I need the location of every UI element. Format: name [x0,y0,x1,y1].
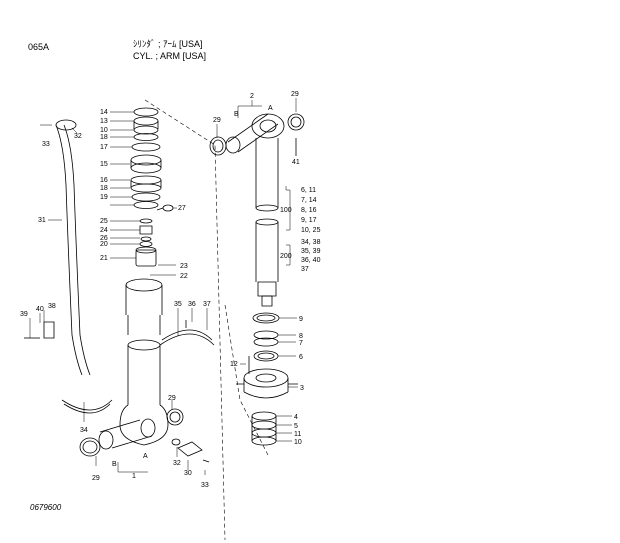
callout-30: 30 [184,470,192,477]
callout-3: 3 [300,385,304,392]
letter-b-top: B [234,111,239,118]
callout-15: 15 [100,161,108,168]
kit-100-row-3: 8, 16 [301,207,317,214]
cylinder-tube-assembly [24,107,215,463]
callout-26: 26 [100,235,108,242]
callout-4: 4 [294,414,298,421]
callout-5: 5 [294,423,298,430]
letter-a-bottom: A [143,453,148,460]
callout-18b: 18 [100,185,108,192]
callout-33-top: 33 [42,141,50,148]
callout-11: 11 [294,431,301,438]
callout-29-mid: 29 [168,395,176,402]
kit-100-row-5: 10, 25 [301,227,321,234]
letter-b-bottom: B [112,461,117,468]
page-code: 065A [28,42,49,52]
callout-33-bottom: 33 [201,482,209,489]
callout-40: 40 [36,306,44,313]
callout-labels: 14 13 10 18 17 15 16 18 19 27 25 24 26 2… [20,91,304,489]
callout-20: 20 [100,241,108,248]
callout-6: 6 [299,354,303,361]
leader-lines [29,98,298,475]
callout-31: 31 [38,217,46,224]
callout-22: 22 [180,273,188,280]
callout-34: 34 [80,427,88,434]
callout-2: 2 [250,93,254,100]
callout-7: 7 [299,340,303,347]
drawing-number: 0679600 [30,503,62,512]
kit-100-row-2: 7, 14 [301,197,317,204]
callout-29-rod-right: 29 [291,91,299,98]
callout-32-bottom: 32 [173,460,181,467]
callout-12: 12 [230,361,238,368]
callout-37: 37 [203,301,211,308]
kit-group-200: 200 34, 38 35, 39 36, 40 37 [280,239,321,273]
title-english: CYL. ; ARM [USA] [133,51,206,61]
kit-200-row-1: 34, 38 [301,239,321,246]
kit-200-row-3: 36, 40 [301,257,321,264]
callout-41: 41 [292,159,300,166]
kit-100-row-1: 6, 11 [301,187,316,194]
kit-200-label: 200 [280,253,292,260]
callout-14: 14 [100,109,108,116]
indication-line-left [144,99,226,541]
kit-200-row-4: 37 [301,266,309,273]
kit-group-100: 100 6, 11 7, 14 8, 16 9, 17 10, 25 [280,187,321,234]
indication-line-right [224,304,269,456]
letter-a-top: A [268,105,273,112]
callout-25: 25 [100,218,108,225]
rod-assembly [209,113,305,446]
callout-10-lower: 10 [294,439,302,446]
callout-32-top: 32 [74,133,82,140]
callout-19: 19 [100,194,108,201]
callout-27: 27 [178,205,186,212]
callout-38: 38 [48,303,56,310]
callout-9: 9 [299,316,303,323]
kit-200-row-2: 35, 39 [301,248,321,255]
callout-35: 35 [174,301,182,308]
callout-23: 23 [180,263,188,270]
callout-36: 36 [188,301,196,308]
callout-17: 17 [100,144,108,151]
callout-10: 10 [100,127,108,134]
kit-100-label: 100 [280,207,292,214]
callout-8: 8 [299,333,303,340]
callout-24: 24 [100,227,108,234]
callout-16: 16 [100,177,108,184]
callout-29-rod-left: 29 [213,117,221,124]
callout-39: 39 [20,311,28,318]
callout-18: 18 [100,134,108,141]
kit-100-row-4: 9, 17 [301,217,317,224]
title-japanese: ｼﾘﾝﾀﾞ ; ｱｰﾑ [USA] [133,39,203,49]
callout-13: 13 [100,118,108,125]
callout-29-bottom: 29 [92,475,100,482]
callout-21: 21 [100,255,108,262]
callout-1: 1 [132,473,136,480]
